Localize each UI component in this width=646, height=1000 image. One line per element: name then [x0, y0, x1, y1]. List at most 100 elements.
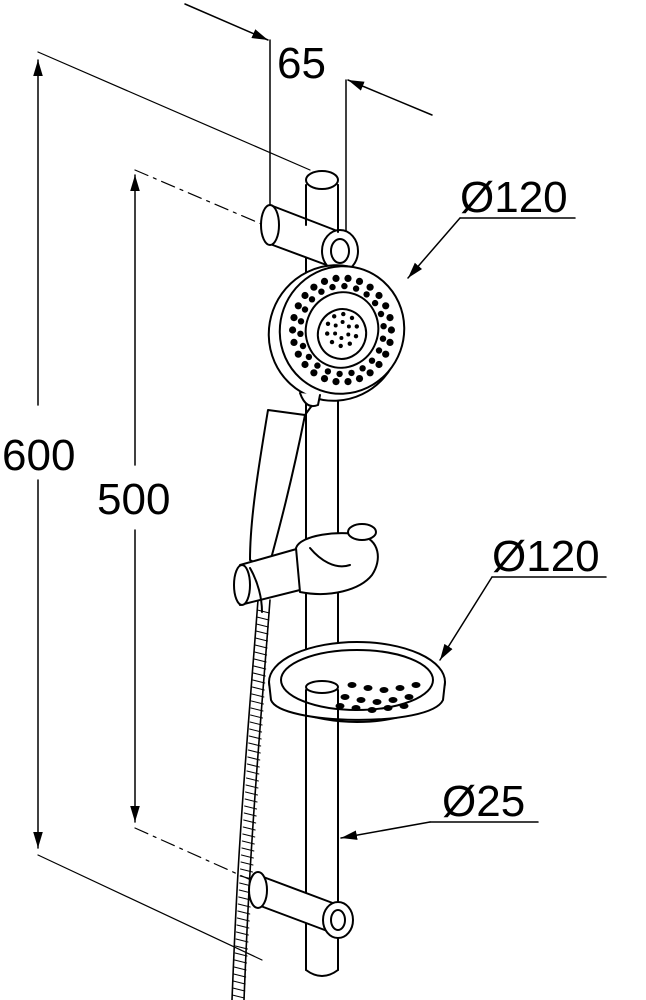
dim-text-head-diameter: Ø120: [460, 173, 568, 222]
hose-ring: [243, 812, 257, 817]
nozzle-dot: [329, 339, 335, 345]
hose-ring: [233, 966, 247, 971]
hose-ring: [251, 686, 265, 691]
nozzle-dot: [359, 365, 366, 372]
nozzle-dot: [301, 360, 309, 369]
nozzle-dot: [308, 296, 316, 303]
hose-ring: [248, 742, 262, 747]
dim-text-65: 65: [277, 39, 326, 88]
hose-ring: [237, 903, 251, 908]
nozzle-dot: [314, 362, 321, 369]
nozzle-dot: [382, 302, 390, 310]
nozzle-dot: [332, 378, 340, 386]
hose-ring: [236, 917, 250, 922]
nozzle-dot: [386, 314, 394, 322]
nozzle-dot: [332, 274, 340, 282]
dimension-65: [184, 3, 433, 236]
dimension-500: [130, 169, 281, 886]
nozzle-dot: [333, 323, 338, 328]
drain-hole: [340, 694, 350, 700]
hose-ring: [240, 868, 253, 873]
dimension-600: [33, 51, 311, 961]
nozzle-dot: [354, 324, 359, 329]
nozzle-dot: [375, 347, 383, 354]
hose-ring: [237, 910, 251, 915]
nozzle-dot: [301, 291, 309, 300]
hose-ring: [243, 819, 257, 824]
hose-ring: [245, 784, 259, 789]
hose-ring: [253, 665, 267, 670]
hose-ring: [254, 644, 268, 649]
nozzle-dot: [333, 331, 338, 336]
nozzle-dot: [375, 291, 383, 300]
hose-ring: [242, 826, 256, 831]
hose-ring: [246, 763, 260, 768]
nozzle-dot: [297, 318, 305, 325]
leader-rail-diameter: [340, 821, 539, 840]
nozzle-dot: [344, 274, 352, 282]
nozzle-dot: [375, 360, 383, 369]
nozzle-dot: [290, 338, 298, 346]
drain-hole: [395, 685, 405, 691]
hose-ring: [247, 756, 261, 761]
hose-ring: [232, 980, 246, 985]
hose-ring: [256, 616, 270, 621]
nozzle-dot: [305, 353, 313, 361]
nozzle-dot: [338, 343, 343, 349]
nozzle-dot: [299, 342, 307, 350]
hose-ring: [255, 637, 268, 642]
hose-ring: [245, 791, 258, 796]
hose-ring: [234, 959, 248, 964]
nozzle-dot: [332, 314, 337, 319]
nozzle-dot: [320, 277, 329, 285]
drain-hole: [372, 699, 382, 705]
hose-ring: [233, 973, 247, 978]
hose-ring: [244, 798, 258, 803]
nozzle-dot: [348, 369, 355, 377]
nozzle-dot: [325, 331, 330, 336]
drain-hole: [367, 707, 377, 713]
nozzle-dot: [297, 330, 304, 337]
nozzle-dot: [339, 336, 344, 340]
drain-hole: [351, 705, 361, 711]
nozzle-dot: [290, 314, 298, 322]
nozzle-dot: [344, 378, 352, 386]
nozzle-dot: [320, 375, 329, 383]
nozzle-dot: [310, 369, 318, 377]
drain-hole: [399, 703, 409, 709]
hose-ring: [240, 854, 254, 859]
dim-text-rail-diameter: Ø25: [442, 777, 525, 826]
nozzle-dot: [341, 311, 346, 317]
hose-ring: [251, 693, 265, 698]
hose-ring: [232, 987, 246, 992]
nozzle-dot: [366, 283, 374, 291]
nozzle-dot: [363, 291, 370, 298]
hose-ring: [250, 714, 263, 719]
nozzle-dot: [341, 282, 348, 290]
hose-ring: [250, 700, 264, 705]
hose-ring: [252, 679, 266, 684]
nozzle-dot: [294, 350, 302, 358]
hose-ring: [238, 896, 252, 901]
nozzle-dot: [346, 332, 351, 337]
nozzle-dot: [294, 302, 302, 310]
hose-ring: [249, 728, 263, 733]
dim-text-soap-dish-diameter: Ø120: [492, 532, 600, 581]
dim-text-500: 500: [97, 475, 170, 524]
hose-ring: [254, 651, 268, 656]
nozzle-dot: [340, 320, 345, 324]
hose-ring: [240, 861, 254, 866]
nozzle-dot: [289, 326, 297, 334]
shower-head: [267, 264, 406, 408]
hose-ring: [241, 840, 255, 845]
slider-holder: [233, 523, 379, 613]
hose-ring: [253, 658, 267, 663]
nozzle-dot: [324, 368, 332, 375]
bottom-wall-bracket: [248, 871, 354, 939]
hose-ring: [245, 777, 259, 782]
nozzle-dot: [386, 338, 394, 346]
hose-ring: [255, 623, 269, 628]
hose-ring: [252, 672, 266, 677]
nozzle-dot: [318, 288, 325, 295]
